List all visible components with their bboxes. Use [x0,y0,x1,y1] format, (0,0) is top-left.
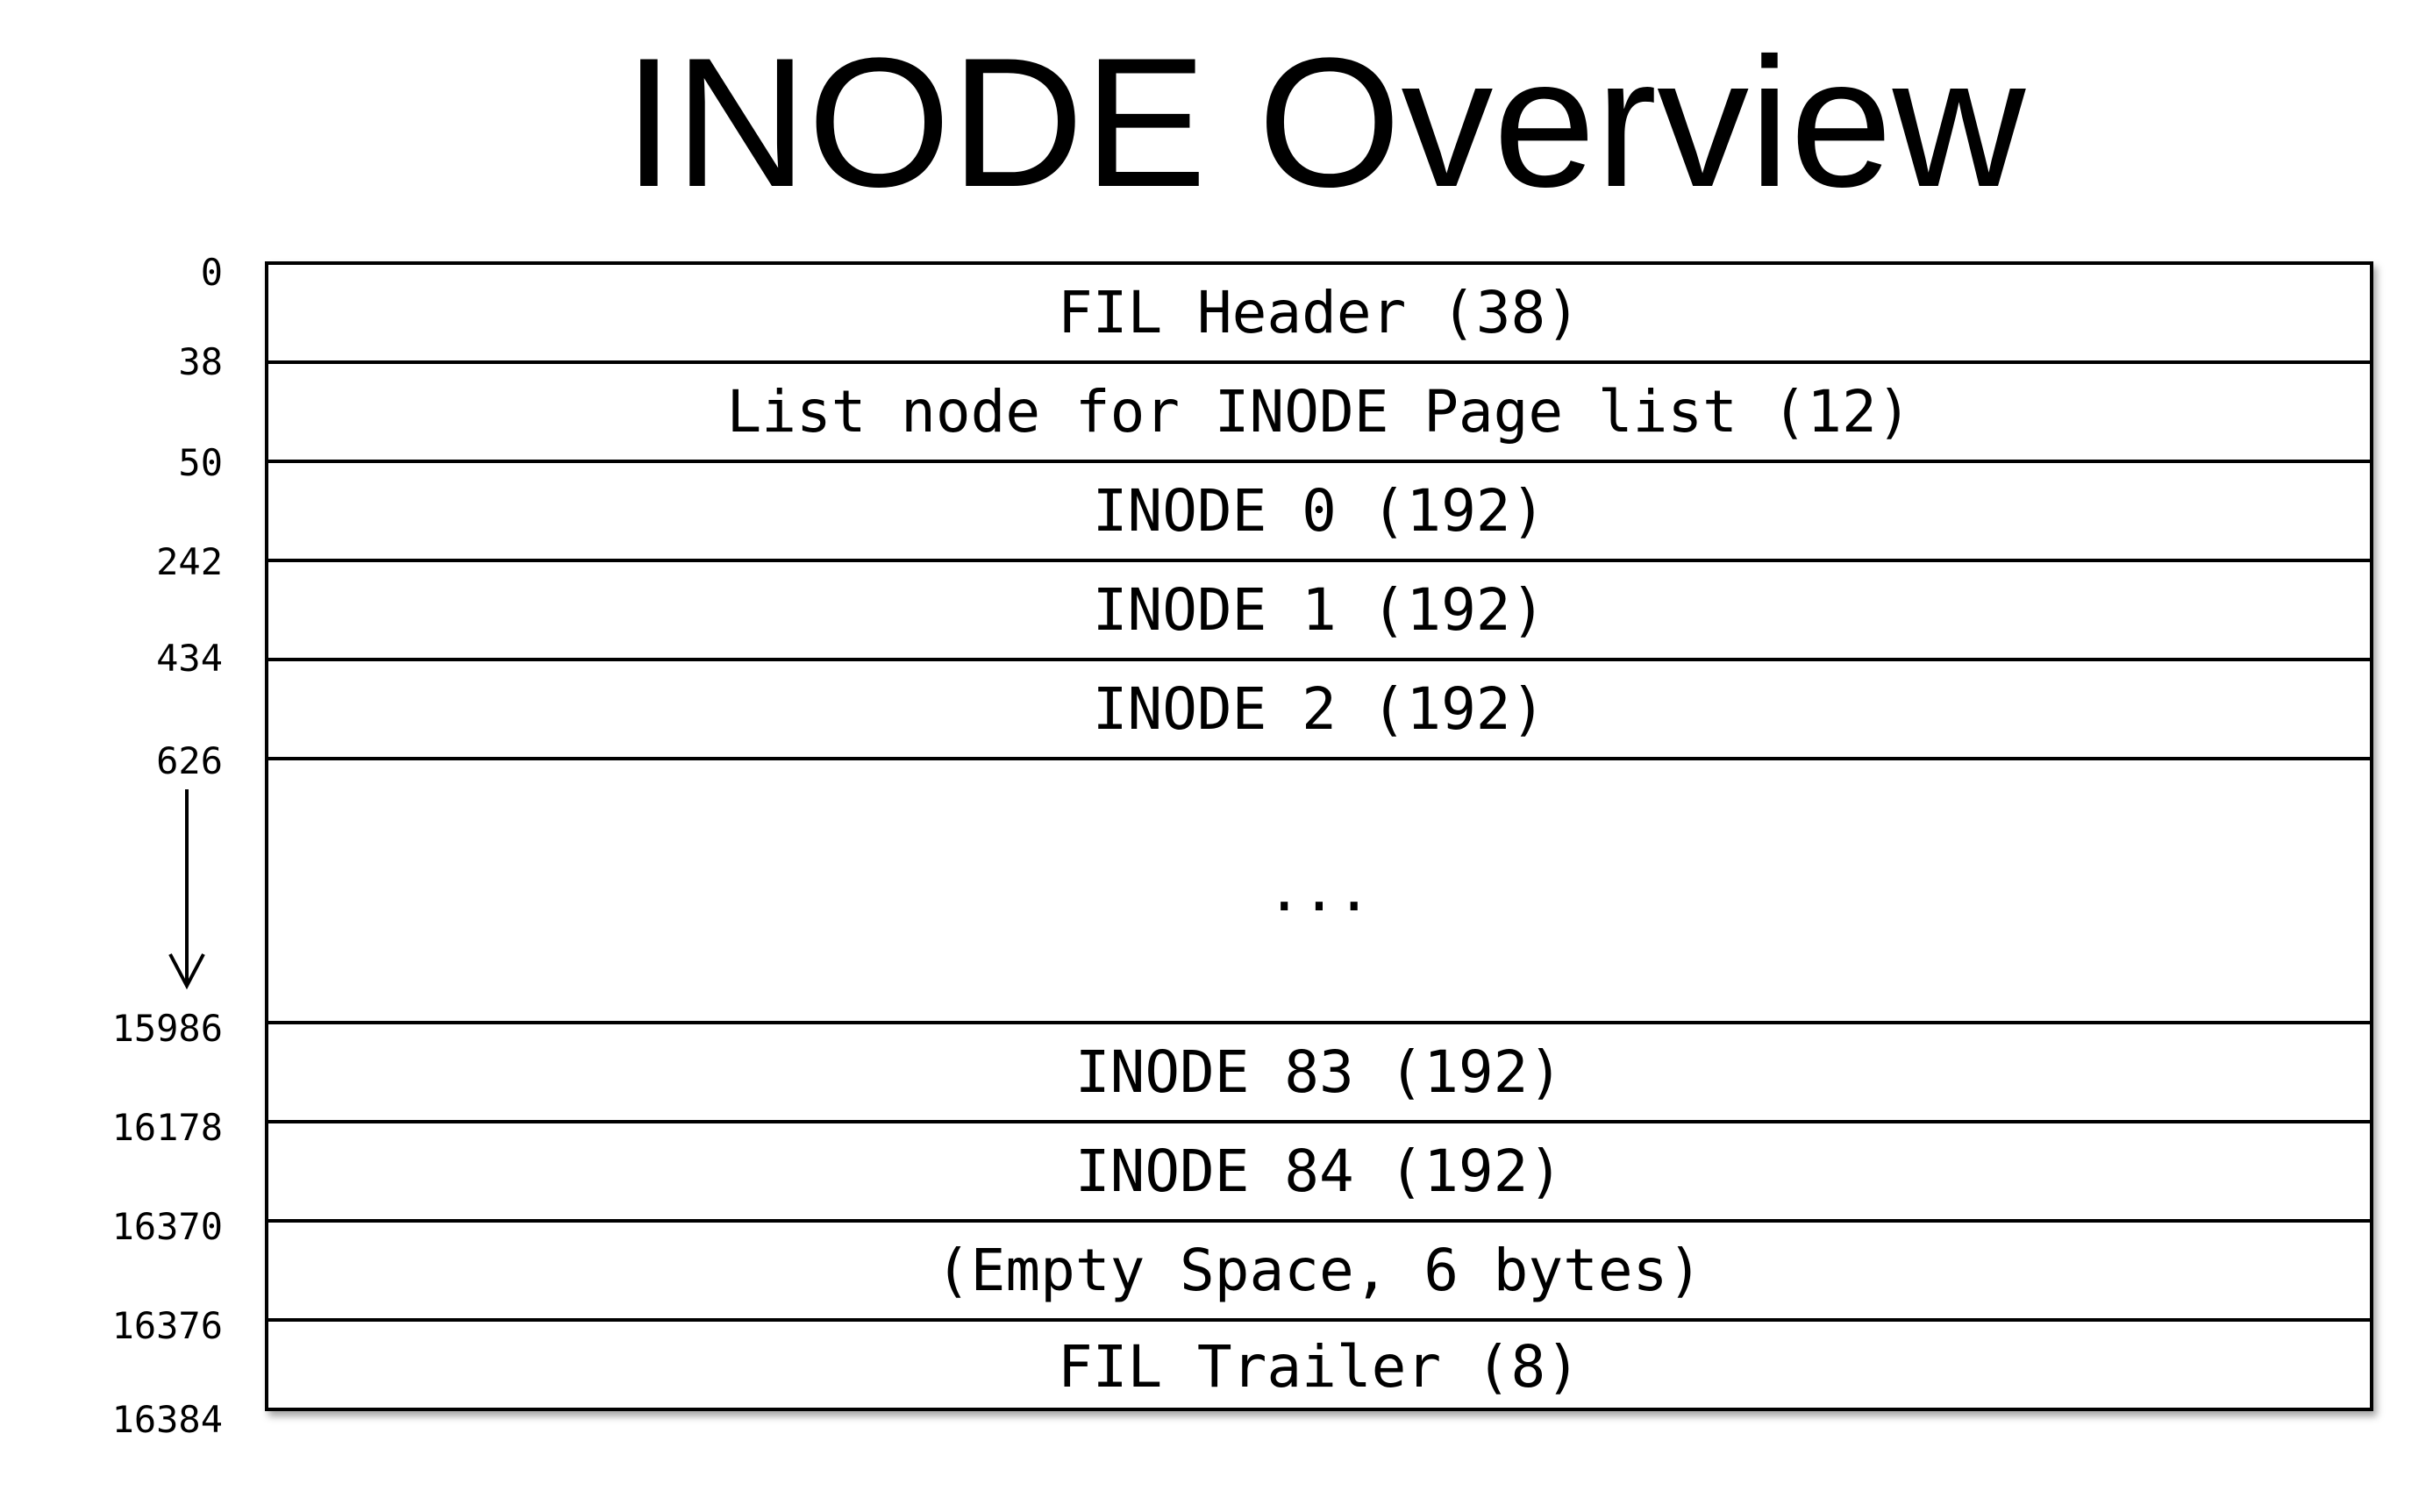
offset-label: 16178 [111,1106,223,1149]
inode-2-row: INODE 2 (192) [268,661,2370,760]
inode-83-row: INODE 83 (192) [268,1024,2370,1123]
fil-header-row: FIL Header (38) [268,265,2370,364]
list-node-row: List node for INODE Page list (12) [268,364,2370,463]
offset-label: 626 [156,739,223,782]
offset-label: 242 [156,540,223,583]
inode-84-row: INODE 84 (192) [268,1123,2370,1223]
offset-label: 16370 [111,1205,223,1248]
page-title: INODE Overview [623,19,2026,225]
empty-space-row: (Empty Space, 6 bytes) [268,1223,2370,1322]
offset-label: 434 [156,637,223,680]
offset-label: 15986 [111,1007,223,1050]
fil-trailer-row: FIL Trailer (8) [1057,1332,1581,1401]
offset-label: 0 [200,251,223,294]
inode-1-row: INODE 1 (192) [268,562,2370,661]
ellipsis-row: ... [268,760,2370,1024]
offset-label: 16376 [111,1304,223,1347]
offset-label: 16384 [111,1398,223,1441]
page-layout-box: FIL Header (38) List node for INODE Page… [265,261,2373,1411]
down-arrow-icon [168,789,205,990]
inode-0-row: INODE 0 (192) [268,463,2370,562]
offset-label: 38 [178,340,223,383]
offset-label: 50 [178,441,223,484]
